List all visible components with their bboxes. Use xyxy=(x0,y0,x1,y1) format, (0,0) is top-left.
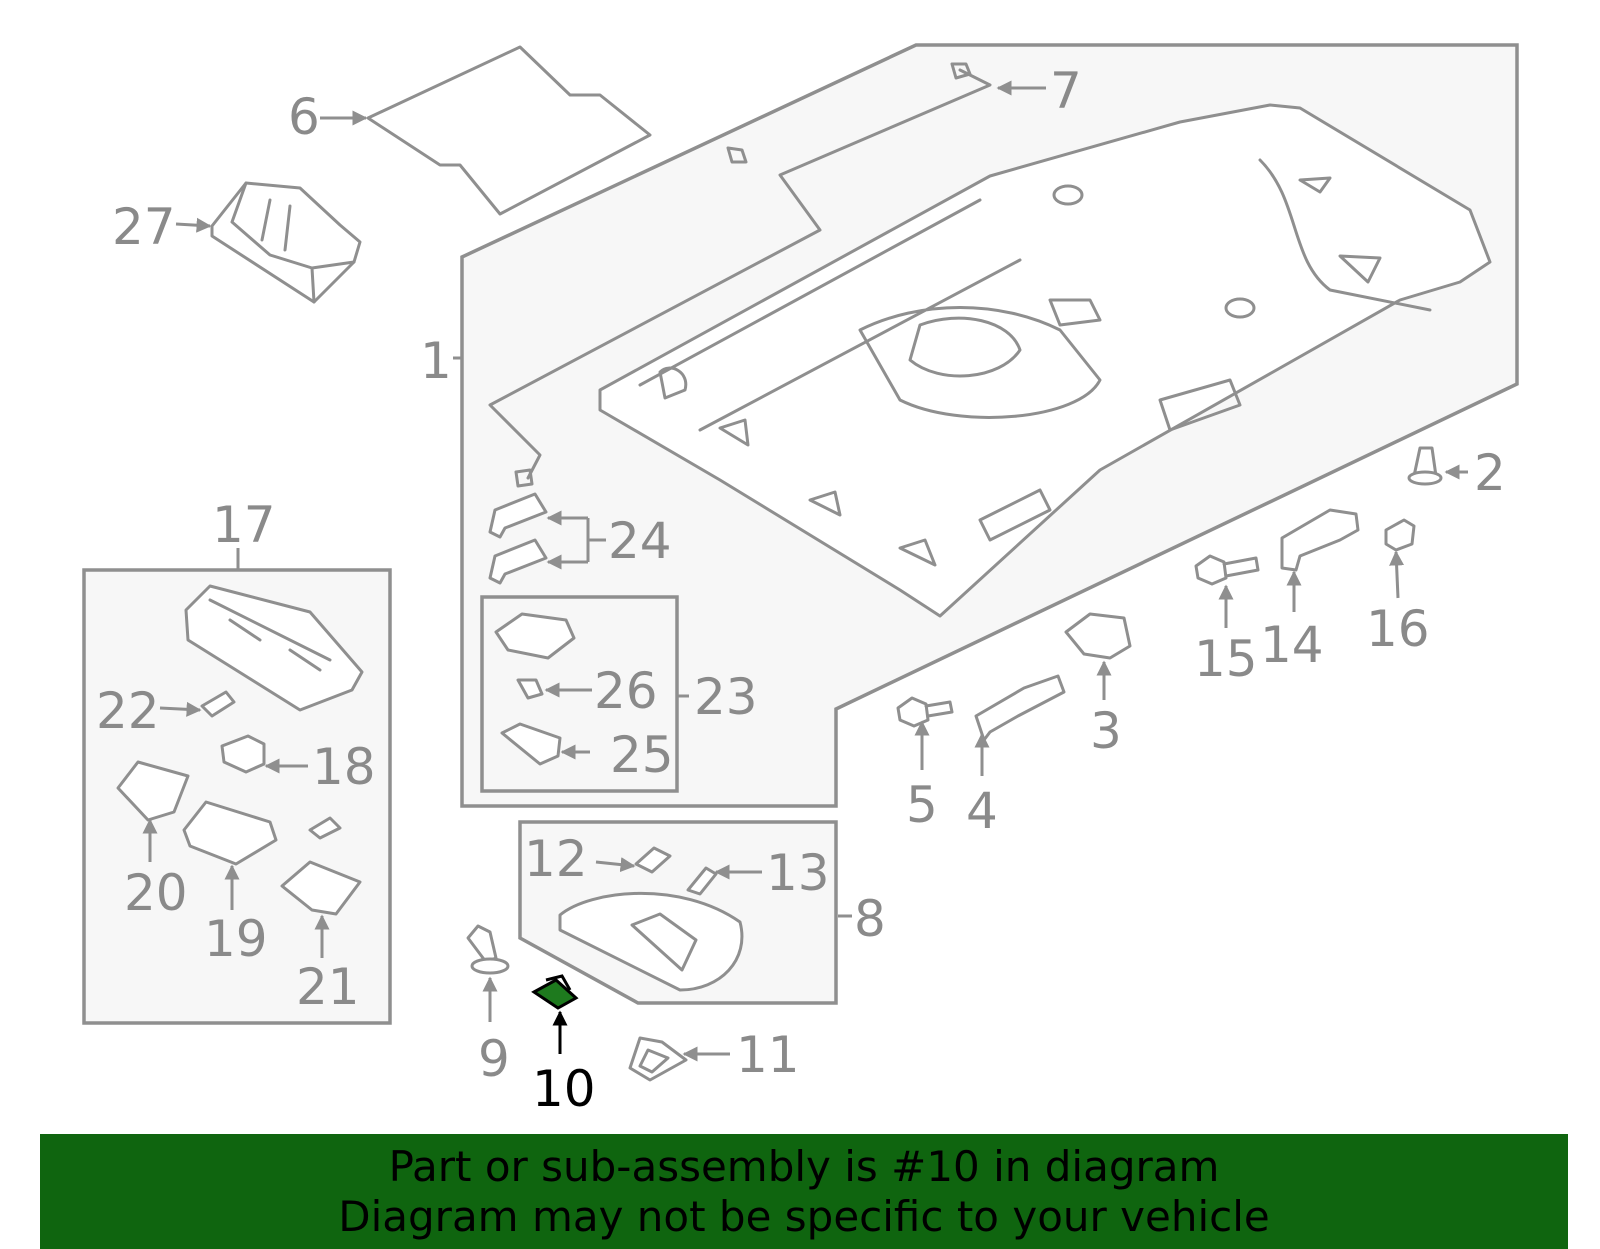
callout-15: 15 xyxy=(1194,630,1258,688)
callout-6: 6 xyxy=(288,88,320,146)
callout-24: 24 xyxy=(608,512,672,570)
part-10-highlighted xyxy=(531,974,579,1010)
callout-10: 10 xyxy=(532,1060,596,1118)
part-24-brackets xyxy=(488,492,548,585)
callout-5: 5 xyxy=(906,776,938,834)
part-11-clip xyxy=(628,1036,688,1082)
banner-line-1: Part or sub-assembly is #10 in diagram xyxy=(388,1142,1220,1191)
callout-1: 1 xyxy=(420,332,452,390)
callout-23: 23 xyxy=(694,668,758,726)
part-17-group-box xyxy=(82,568,392,1025)
parts-diagram: 1 2 3 4 5 6 7 8 9 10 11 12 13 14 15 16 1… xyxy=(82,43,1519,1118)
banner-line-2: Diagram may not be specific to your vehi… xyxy=(338,1192,1270,1241)
part-23-group-box xyxy=(480,595,679,793)
part-27-overhead-console xyxy=(210,181,362,304)
callout-9: 9 xyxy=(478,1030,510,1088)
callout-17: 17 xyxy=(212,496,276,554)
wiring-harness xyxy=(488,62,992,488)
part-16-clip xyxy=(1384,518,1416,552)
headliner-panel xyxy=(598,103,1492,618)
callout-labels: 1 2 3 4 5 6 7 8 9 10 11 12 13 14 15 16 1… xyxy=(96,62,1506,1118)
callout-14: 14 xyxy=(1260,616,1324,674)
part-15-fastener xyxy=(1194,554,1260,586)
part-6-panel xyxy=(366,45,652,216)
callout-8: 8 xyxy=(854,890,886,948)
part-5-fastener xyxy=(896,696,954,728)
callout-11: 11 xyxy=(736,1026,800,1084)
callout-7: 7 xyxy=(1050,62,1082,120)
info-banner: Part or sub-assembly is #10 in diagram D… xyxy=(40,1134,1568,1249)
callout-13: 13 xyxy=(766,844,830,902)
part-3-bracket xyxy=(1064,612,1132,660)
leader-lines xyxy=(142,80,1468,1062)
callout-25: 25 xyxy=(610,726,674,784)
callout-18: 18 xyxy=(312,738,376,796)
callout-26: 26 xyxy=(594,662,658,720)
callout-20: 20 xyxy=(124,864,188,922)
callout-12: 12 xyxy=(524,830,588,888)
part-4-rail xyxy=(974,674,1066,742)
callout-27: 27 xyxy=(112,198,176,256)
callout-19: 19 xyxy=(204,910,268,968)
callout-4: 4 xyxy=(966,782,998,840)
part-2-clip xyxy=(1407,446,1443,486)
callout-22: 22 xyxy=(96,682,160,740)
part-9-screw xyxy=(466,924,510,975)
callout-21: 21 xyxy=(296,958,360,1016)
part-14-grab-handle xyxy=(1280,508,1360,572)
callout-16: 16 xyxy=(1366,600,1430,658)
callout-3: 3 xyxy=(1090,702,1122,760)
part-8-sunvisor-box xyxy=(518,820,838,1005)
callout-2: 2 xyxy=(1474,444,1506,502)
